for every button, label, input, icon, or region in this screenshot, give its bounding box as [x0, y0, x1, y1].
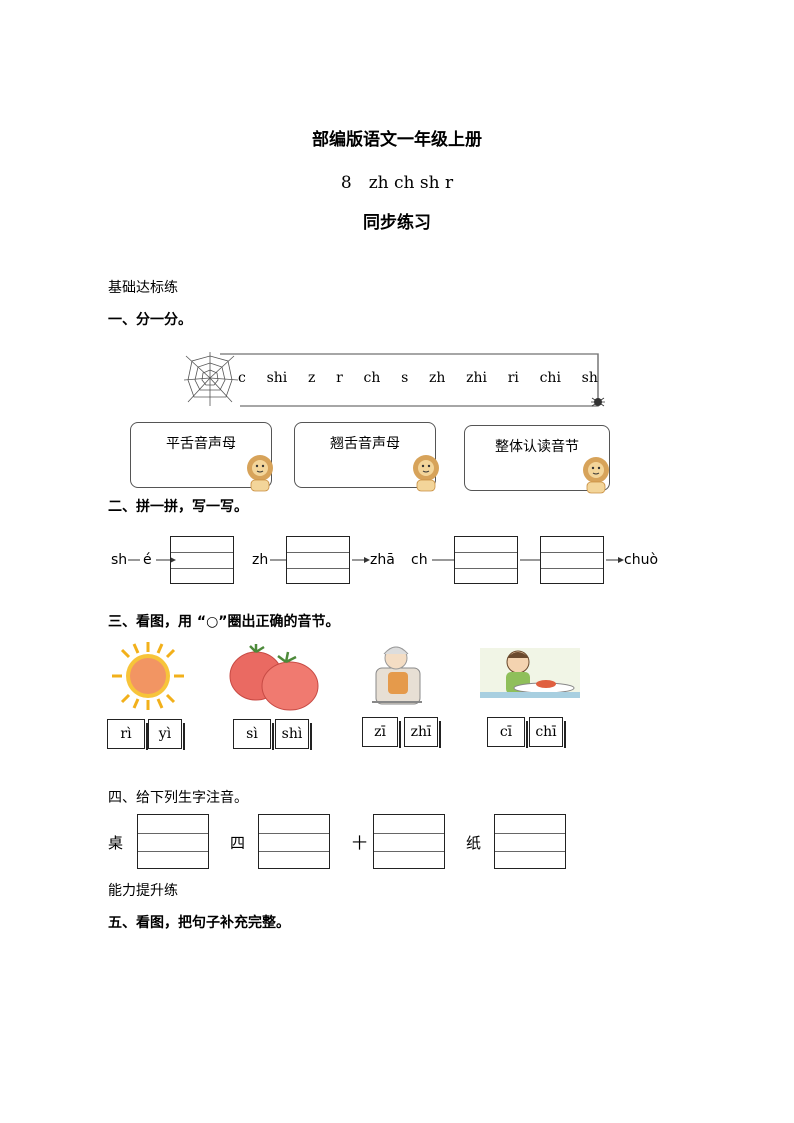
syllable-initial: ch: [411, 552, 428, 568]
pinyin-annotation-box[interactable]: [494, 814, 566, 869]
line-connector: [270, 559, 286, 561]
category-label: 平舌音声母: [166, 436, 236, 452]
syllable-initial: zh: [252, 552, 269, 568]
arrow-icon: [352, 557, 370, 563]
category-label: 翘舌音声母: [330, 436, 400, 452]
hanzi-character: 纸: [466, 834, 482, 852]
section-basic: 基础达标练: [108, 280, 178, 296]
pinyin-answer-box[interactable]: [286, 536, 350, 584]
letter: z: [307, 370, 316, 386]
page-subtitle: 同步练习: [363, 213, 431, 233]
spider-icon: [591, 354, 605, 407]
syllable-option[interactable]: sì: [233, 719, 274, 750]
syllable-option[interactable]: chī: [529, 717, 566, 748]
q2-title: 二、拼一拼，写一写。: [108, 499, 248, 515]
syllable-option[interactable]: rì: [107, 719, 148, 750]
pinyin-answer-box[interactable]: [454, 536, 518, 584]
syllable-option[interactable]: yì: [148, 719, 185, 750]
q4-title: 四、给下列生字注音。: [108, 790, 248, 806]
letter: zh: [428, 370, 446, 386]
pinyin-annotation-box[interactable]: [137, 814, 209, 869]
lion-icon: [413, 455, 439, 492]
hanzi-character: 四: [230, 834, 246, 852]
q3-title: 三、看图，用 “○”圈出正确的音节。: [108, 614, 340, 630]
q1-title: 一、分一分。: [108, 312, 192, 328]
line-connector: [432, 559, 454, 561]
syllable-option[interactable]: zhī: [404, 717, 441, 748]
section-advanced: 能力提升练: [108, 883, 178, 899]
pinyin-annotation-box[interactable]: [373, 814, 445, 869]
category-box-whole-syllable[interactable]: 整体认读音节: [464, 425, 610, 491]
tomato-illustration: [229, 644, 319, 711]
letter: zhi: [466, 370, 487, 386]
lion-icon: [247, 455, 273, 492]
letter: r: [336, 370, 343, 386]
category-label: 整体认读音节: [495, 439, 579, 455]
lesson-title: 8 zh ch sh r: [340, 173, 454, 193]
q5-title: 五、看图，把句子补充完整。: [108, 915, 290, 931]
sun-illustration: [112, 642, 184, 710]
page-title: 部编版语文一年级上册: [312, 130, 482, 150]
letter: c: [238, 370, 246, 386]
syllable-result: chuò: [624, 552, 659, 568]
letter: ri: [507, 370, 519, 386]
letter: s: [401, 370, 409, 386]
lion-icon: [583, 457, 609, 494]
pinyin-answer-box[interactable]: [540, 536, 604, 584]
letter: shi: [266, 370, 288, 386]
arrow-icon: [128, 557, 176, 563]
letter: chi: [539, 370, 561, 386]
syllable-final: é: [143, 552, 152, 568]
arrow-icon: [606, 557, 624, 563]
category-box-flat-tongue[interactable]: 平舌音声母: [130, 422, 272, 488]
syllable-option[interactable]: shì: [275, 719, 312, 750]
spider-web-frame: [183, 352, 605, 407]
boy-eating-illustration: [480, 648, 580, 698]
category-box-retroflex[interactable]: 翘舌音声母: [294, 422, 436, 488]
spider-web-icon: [183, 352, 239, 406]
syllable-option[interactable]: cī: [487, 717, 528, 748]
syllable-option[interactable]: zī: [362, 717, 401, 748]
line-connector: [520, 559, 540, 561]
hanzi-character: 桌: [108, 834, 124, 852]
letter: ch: [363, 370, 381, 386]
letter-list: c shi z r ch s zh zhi ri chi sh: [238, 370, 598, 386]
grandma-illustration: [372, 646, 422, 705]
syllable-initial: sh: [111, 552, 128, 568]
hanzi-character: 十: [352, 834, 368, 852]
pinyin-annotation-box[interactable]: [258, 814, 330, 869]
letter: sh: [581, 370, 598, 386]
syllable-result: zhā: [370, 552, 395, 568]
pinyin-answer-box[interactable]: [170, 536, 234, 584]
